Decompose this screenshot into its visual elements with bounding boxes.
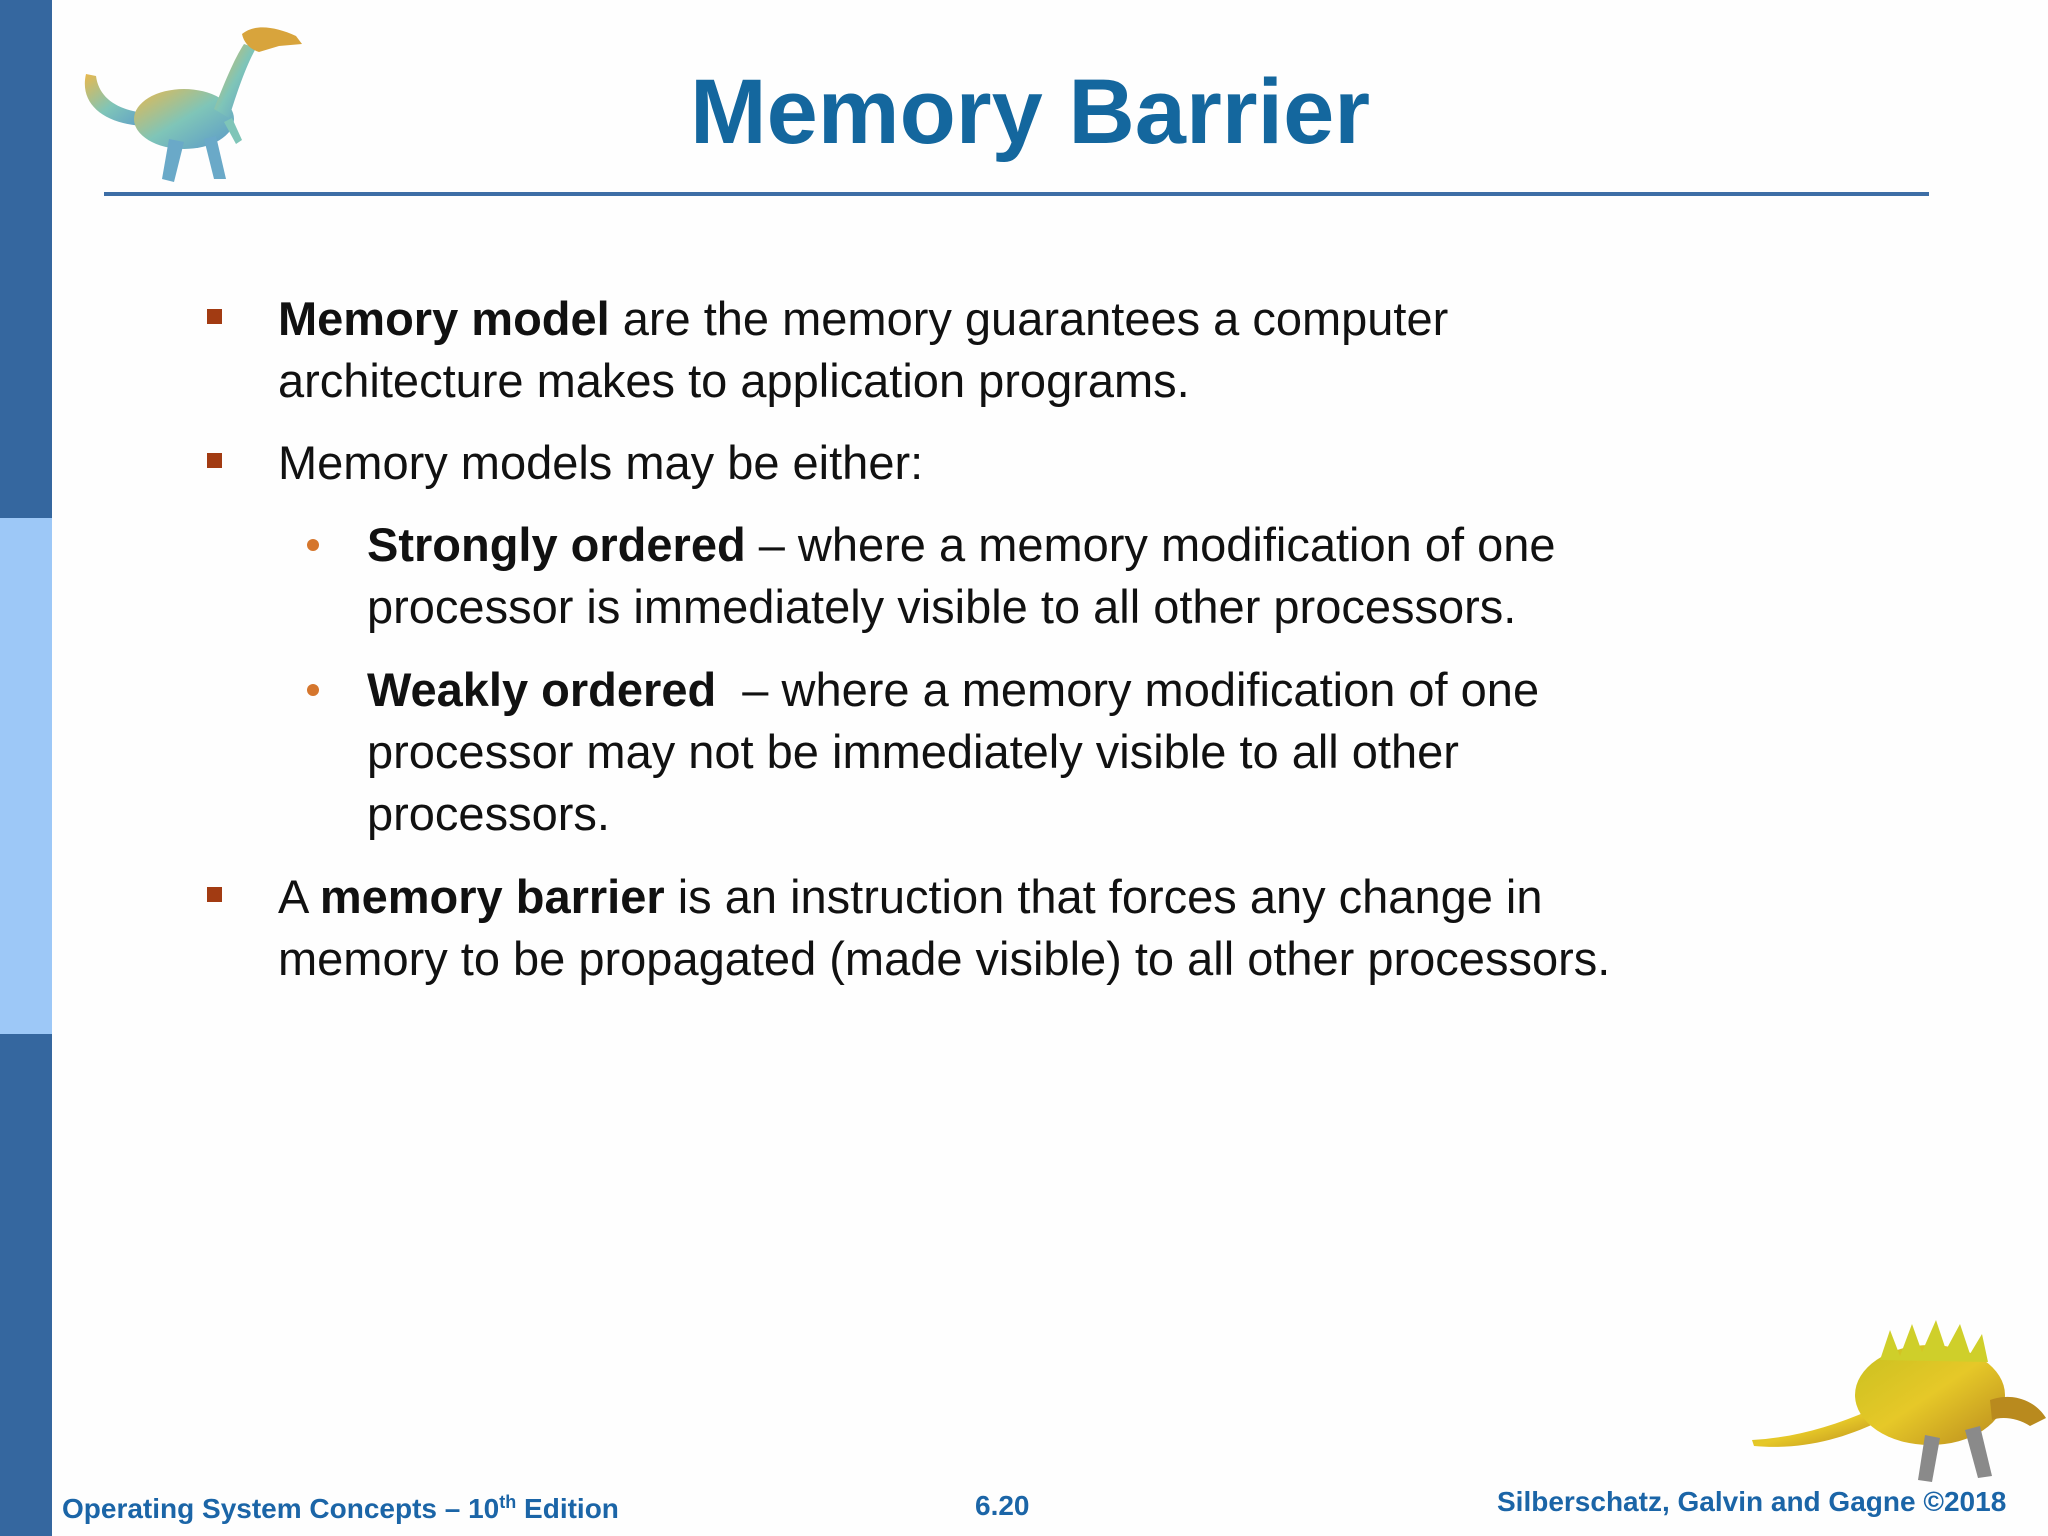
sub-bullet-weakly-ordered-line3: processors. [367,787,610,840]
sidebar-middle [0,518,52,1034]
bullet-prefix: A [278,870,320,923]
bullet-text: – where a memory modification of one [716,663,1540,716]
round-bullet [307,684,319,696]
footer-left-suffix: Edition [516,1493,619,1524]
sub-bullet-weakly-ordered-line2: processor may not be immediately visible… [367,725,1459,778]
dinosaur-top-icon [84,27,302,182]
footer-page-number: 6.20 [975,1490,1030,1521]
square-bullet [207,453,222,468]
sidebar-bottom [0,1034,52,1536]
footer-left-prefix: Operating System Concepts – 10 [62,1493,500,1524]
title-divider [104,192,1929,196]
bold-term: Memory model [278,292,610,345]
slide-title: Memory Barrier [690,61,1371,163]
bullet-memory-barrier-line2: memory to be propagated (made visible) t… [278,932,1611,985]
square-bullet [207,887,222,902]
square-bullet [207,309,222,324]
footer-authors: Silberschatz, Galvin and Gagne ©2018 [1497,1486,2007,1517]
round-bullet [307,539,319,551]
bold-term: Strongly ordered [367,518,746,571]
bullet-memory-model-line1: Memory model are the memory guarantees a… [278,288,1448,350]
footer-superscript: th [499,1492,517,1512]
bullet-text: – where a memory modification of one [745,518,1556,571]
footer-book-title: Operating System Concepts – 10th Edition [62,1492,619,1525]
dinosaur-bottom-icon [1752,1320,2046,1482]
sub-bullet-weakly-ordered-line1: Weakly ordered – where a memory modifica… [367,659,1539,721]
bold-term: memory barrier [319,870,665,923]
sub-bullet-strongly-ordered-line1: Strongly ordered – where a memory modifi… [367,514,1556,576]
bullet-text: is an instruction that forces any change… [664,870,1543,923]
bold-term: Weakly ordered [367,663,717,716]
bullet-memory-model-line2: architecture makes to application progra… [278,354,1190,407]
sidebar-top [0,0,52,518]
bullet-memory-barrier-line1: A memory barrier is an instruction that … [278,866,1543,928]
bullet-memory-models: Memory models may be either: [278,436,924,489]
sub-bullet-strongly-ordered-line2: processor is immediately visible to all … [367,580,1517,633]
bullet-text: are the memory guarantees a computer [609,292,1449,345]
